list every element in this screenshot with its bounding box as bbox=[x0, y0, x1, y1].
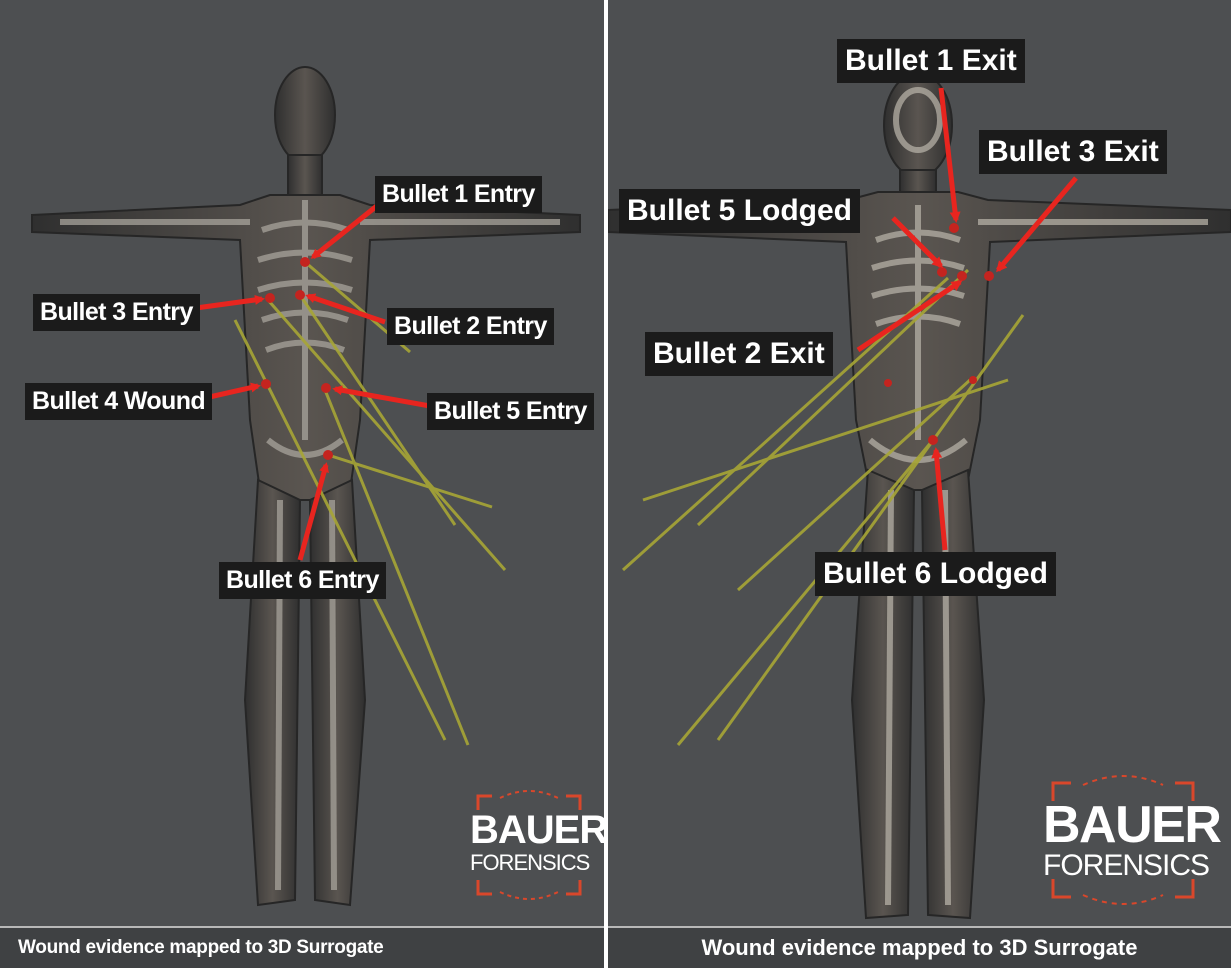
caption-back: Wound evidence mapped to 3D Surrogate bbox=[0, 926, 604, 968]
bullet-6-lodged-label: Bullet 6 Lodged bbox=[815, 552, 1056, 596]
logo-forensics-text: FORENSICS bbox=[470, 852, 588, 874]
anterior-view-panel: Bullet 1 Exit Bullet 3 Exit Bullet 5 Lod… bbox=[608, 0, 1231, 968]
bauer-forensics-logo: BAUER FORENSICS bbox=[470, 790, 588, 900]
bullet-2-exit-label: Bullet 2 Exit bbox=[645, 332, 833, 376]
posterior-view-panel: Bullet 1 Entry Bullet 3 Entry Bullet 2 E… bbox=[0, 0, 604, 968]
bullet-3-exit-label: Bullet 3 Exit bbox=[979, 130, 1167, 174]
logo-forensics-text-front: FORENSICS bbox=[1043, 851, 1203, 881]
logo-bauer-text-front: BAUER bbox=[1043, 799, 1203, 851]
bullet-5-lodged-label: Bullet 5 Lodged bbox=[619, 189, 860, 233]
bullet-1-exit-label: Bullet 1 Exit bbox=[837, 39, 1025, 83]
caption-front: Wound evidence mapped to 3D Surrogate bbox=[608, 926, 1231, 968]
bullet-4-wound-label: Bullet 4 Wound bbox=[25, 383, 212, 420]
bullet-6-entry-label: Bullet 6 Entry bbox=[219, 562, 386, 599]
bullet-3-entry-label: Bullet 3 Entry bbox=[33, 294, 200, 331]
bullet-1-entry-label: Bullet 1 Entry bbox=[375, 176, 542, 213]
bauer-forensics-logo-front: BAUER FORENSICS bbox=[1043, 775, 1203, 905]
bullet-2-entry-label: Bullet 2 Entry bbox=[387, 308, 554, 345]
bullet-5-entry-label: Bullet 5 Entry bbox=[427, 393, 594, 430]
logo-bauer-text: BAUER bbox=[470, 810, 588, 850]
